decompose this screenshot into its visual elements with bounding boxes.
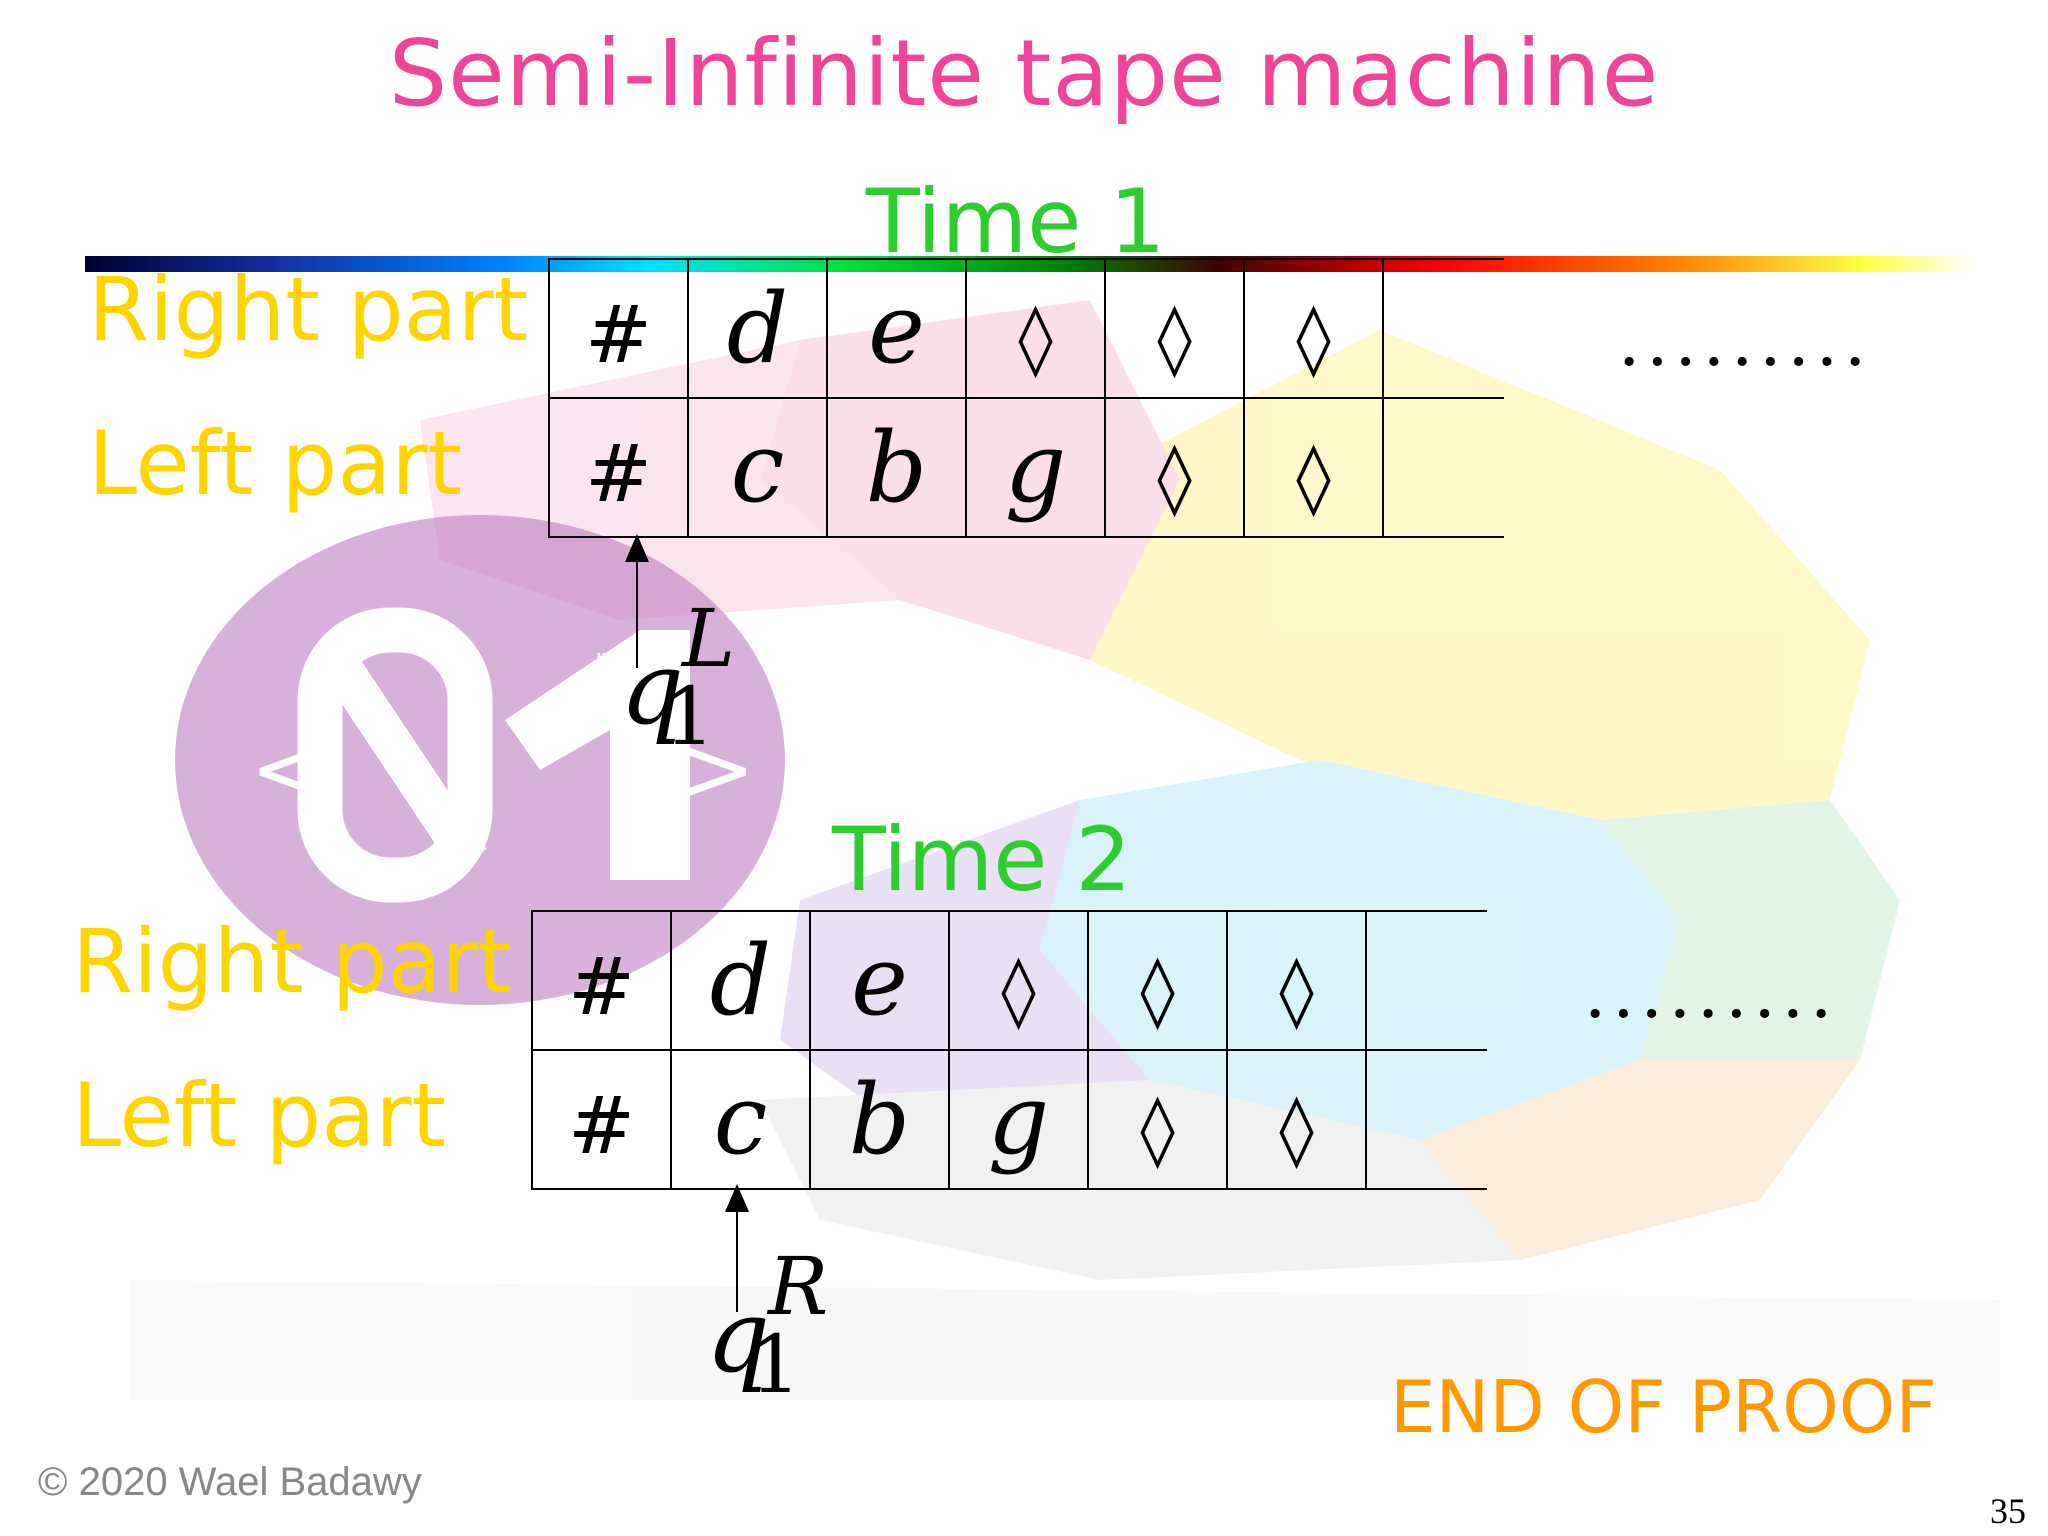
blank-diamond-icon: ◊ [1140,948,1175,1031]
tape-cell: e [826,258,967,399]
cell-symbol: # [584,426,653,520]
blank-diamond-icon: ◊ [1157,435,1192,518]
slide-title: Semi-Infinite tape machine [388,20,1660,127]
blank-diamond-icon: ◊ [1018,296,1053,379]
state-superscript: R [768,1240,829,1333]
up-arrow-icon [725,1184,749,1212]
cell-symbol: b [865,411,928,524]
blank-diamond-icon: ◊ [1001,948,1036,1031]
cell-symbol: # [584,287,653,381]
state-letter: q [706,1278,771,1395]
tape-cell: # [548,397,689,538]
state-superscript: L [682,592,736,685]
tape-cell: ◊ [965,258,1106,399]
time1-continuation-dots: ......... [1618,300,1873,382]
tape-cell: e [809,910,950,1051]
tape-cell: # [531,1049,672,1190]
tape-cell: ◊ [1243,258,1384,399]
tape-cell-empty [1382,258,1504,399]
state-subscript: 1 [664,670,715,763]
tape-cell: c [687,397,828,538]
time2-left-part-label: Left part [72,1064,446,1167]
time1-left-track: # c b g ◊ ◊ [548,397,1504,538]
time2-right-part-label: Right part [72,910,513,1013]
time1-left-part-label: Left part [88,412,462,515]
cell-symbol: g [987,1063,1050,1176]
tape-cell: ◊ [1104,258,1245,399]
end-of-proof-text: END OF PROOF [1390,1365,1937,1449]
blank-diamond-icon: ◊ [1279,948,1314,1031]
cell-symbol: d [726,272,789,385]
tape-cell: g [948,1049,1089,1190]
time1-right-track: # d e ◊ ◊ ◊ [548,258,1504,399]
page-number: 35 [1990,1491,2026,1531]
tape-cell-empty [1365,910,1487,1051]
time1-head-state: q 1 L [620,592,735,763]
time2-tape: # d e ◊ ◊ ◊ # c b g ◊ ◊ [531,910,1487,1190]
tape-cell-empty [1382,397,1504,538]
tape-cell: b [826,397,967,538]
blank-diamond-icon: ◊ [1296,435,1331,518]
tape-cell: ◊ [1226,910,1367,1051]
cell-symbol: c [713,1063,768,1176]
time2-continuation-dots: ......... [1584,952,1839,1034]
svg-text:ITC: ITC [595,649,635,679]
cell-symbol: c [730,411,785,524]
blank-diamond-icon: ◊ [1157,296,1192,379]
blank-diamond-icon: ◊ [1296,296,1331,379]
state-subscript: 1 [750,1318,801,1411]
blank-diamond-icon: ◊ [1279,1087,1314,1170]
tape-cell: g [965,397,1106,538]
tape-cell: d [670,910,811,1051]
time1-label: Time 1 [866,170,1166,273]
tape-cell-empty [1365,1049,1487,1190]
tape-cell: ◊ [948,910,1089,1051]
tape-cell: ◊ [1087,1049,1228,1190]
state-letter: q [620,630,685,747]
blank-diamond-icon: ◊ [1140,1087,1175,1170]
cell-symbol: b [848,1063,911,1176]
copyright-notice: © 2020 Wael Badawy [38,1460,422,1504]
tape-cell: c [670,1049,811,1190]
cell-symbol: e [851,924,908,1037]
up-arrow-icon [625,534,649,562]
time2-label: Time 2 [832,808,1132,911]
tape-cell: ◊ [1087,910,1228,1051]
cell-symbol: # [567,939,636,1033]
tape-cell: ◊ [1104,397,1245,538]
cell-symbol: # [567,1078,636,1172]
tape-cell: # [548,258,689,399]
tape-cell: # [531,910,672,1051]
cell-symbol: g [1004,411,1067,524]
time1-tape: # d e ◊ ◊ ◊ # c b g ◊ ◊ [548,258,1504,538]
cell-symbol: e [868,272,925,385]
tape-cell: b [809,1049,950,1190]
svg-text:>: > [680,717,755,822]
time2-right-track: # d e ◊ ◊ ◊ [531,910,1487,1051]
time2-head-state: q 1 R [706,1240,828,1411]
time1-right-part-label: Right part [88,258,529,361]
cell-symbol: d [709,924,772,1037]
time2-left-track: # c b g ◊ ◊ [531,1049,1487,1190]
tape-cell: d [687,258,828,399]
tape-cell: ◊ [1243,397,1384,538]
tape-cell: ◊ [1226,1049,1367,1190]
